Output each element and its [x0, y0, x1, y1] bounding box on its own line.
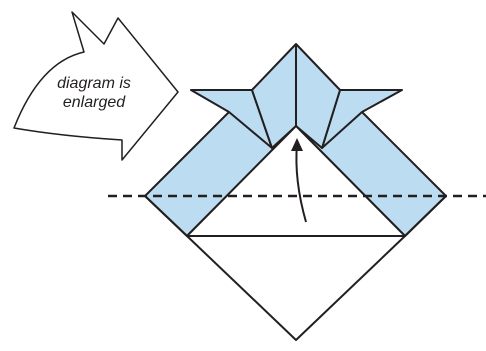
callout-line-2: enlarged — [40, 93, 148, 112]
callout-text: diagram is enlarged — [40, 74, 148, 112]
callout-line-1: diagram is — [40, 74, 148, 93]
bottom-point — [187, 236, 405, 340]
